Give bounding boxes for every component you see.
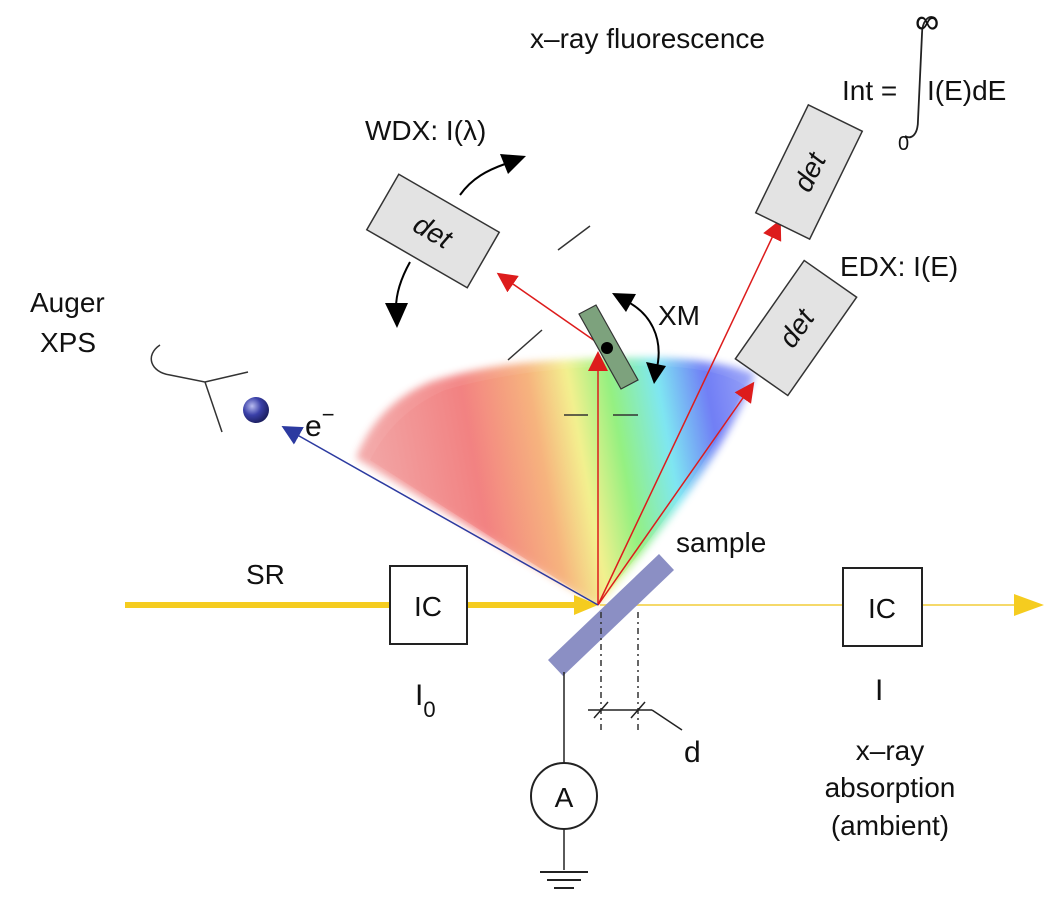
xm-rotation-arrow: [623, 299, 660, 373]
xas-label-line2: absorption: [825, 772, 956, 803]
slit-lower: [507, 329, 543, 361]
electron-analyzer-icon: [150, 344, 249, 433]
xm-arrowhead-top: [612, 293, 636, 312]
integral-sign: [904, 16, 936, 139]
xm-label: XM: [658, 300, 700, 331]
xas-label-line1: x–ray: [856, 735, 924, 766]
xrf-detector: det: [754, 103, 864, 241]
edx-detector: det: [734, 259, 858, 397]
wdx-rotation-arrow-top: [459, 163, 506, 196]
integral-integrand: I(E)dE: [927, 75, 1006, 106]
spectrum-core: [370, 365, 745, 605]
edx-label: EDX: I(E): [840, 251, 958, 282]
electron-icon: [243, 397, 269, 423]
wdx-arrowhead-bottom: [385, 303, 408, 328]
xas-label-line3: (ambient): [831, 810, 949, 841]
sample: [548, 554, 674, 676]
ammeter-label: A: [555, 782, 574, 813]
sr-label: SR: [246, 559, 285, 590]
ic-right-label: IC: [868, 593, 896, 624]
wdx-label: WDX: I(λ): [365, 115, 486, 146]
i-transmitted-label: I: [875, 674, 883, 707]
ic-left-label: IC: [414, 591, 442, 622]
transmitted-beam-arrowhead: [1014, 594, 1044, 616]
crystal-pivot: [601, 342, 613, 354]
sample-label: sample: [676, 527, 766, 558]
slit-upper: [557, 225, 591, 251]
wdx-detector: det: [365, 173, 501, 289]
electron-label: e−: [305, 402, 335, 443]
ion-chamber-incident: [389, 565, 468, 645]
xm-arrowhead-bottom: [646, 362, 666, 384]
thickness-marker: [588, 701, 683, 731]
electron-path: [281, 426, 599, 606]
i0-label: I0: [415, 679, 436, 722]
thickness-label: d: [684, 736, 701, 769]
diffracted-ray-wdx: [496, 272, 606, 349]
integral-lhs: Int =: [842, 75, 897, 106]
integral-lower-limit: 0: [898, 133, 909, 155]
xrf-title: x–ray fluorescence: [530, 23, 765, 54]
incident-beam-arrowhead: [574, 595, 598, 615]
integral-upper-limit: ∞: [915, 3, 939, 41]
wdx-rotation-arrow-bottom: [395, 261, 411, 309]
fluorescence-ray-xrf: [597, 219, 782, 606]
wdx-arrowhead-top: [500, 154, 526, 174]
xps-label: XPS: [40, 327, 96, 358]
fluorescence-ray-edx: [597, 381, 755, 606]
ground-icon: [540, 871, 588, 889]
ion-chamber-transmitted: [842, 567, 923, 647]
auger-label: Auger: [30, 287, 105, 318]
